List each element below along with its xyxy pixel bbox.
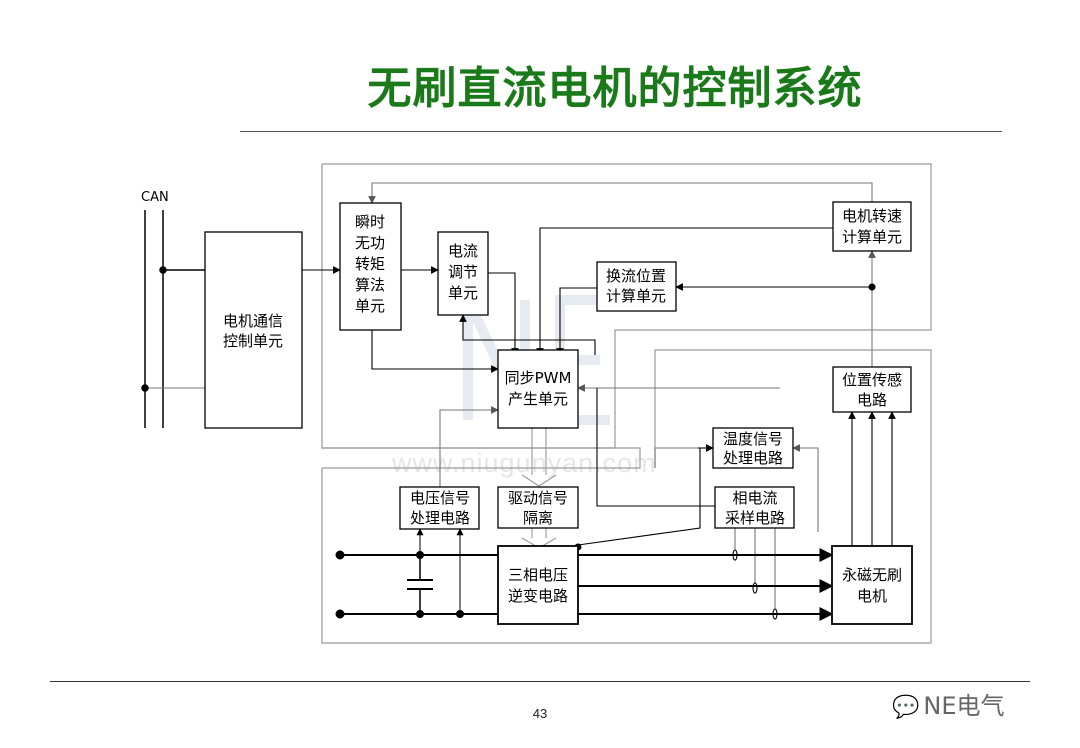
voltage-signal-label-2: 处理电路	[410, 509, 470, 527]
title-divider	[240, 131, 1002, 132]
reactive-label-5: 单元	[355, 297, 385, 315]
motor-label-2: 电机	[857, 587, 887, 605]
inverter-label-2: 逆变电路	[508, 587, 568, 605]
reactive-torque-block	[339, 202, 402, 331]
comm-label-1: 电机通信	[223, 312, 283, 330]
position-label-1: 位置传感	[842, 371, 902, 389]
speed-label-2: 计算单元	[842, 228, 902, 246]
reactive-label-1: 瞬时	[355, 213, 385, 231]
temperature-block	[712, 427, 794, 469]
drive-isolation-block	[497, 486, 579, 529]
page-number: 43	[532, 706, 548, 721]
speed-calc-block	[832, 201, 912, 252]
wechat-icon: 💬	[892, 695, 920, 720]
pwm-label-2: 产生单元	[508, 390, 568, 408]
drive-isolation-label-2: 隔离	[523, 509, 553, 527]
phase-current-label-1: 相电流	[732, 489, 777, 507]
commutation-label-1: 换流位置	[606, 267, 666, 285]
temperature-label-2: 处理电路	[723, 449, 783, 467]
comm-control-block	[204, 231, 303, 429]
commutation-calc-block	[596, 261, 677, 312]
pwm-label-1: 同步PWM	[505, 369, 572, 387]
reactive-label-3: 转矩	[355, 255, 385, 273]
brand-watermark: 💬NE电气	[892, 686, 1005, 721]
comm-label-2: 控制单元	[223, 332, 283, 350]
can-label: CAN	[141, 190, 169, 205]
footer-divider	[50, 681, 1030, 682]
phase-current-block	[714, 486, 795, 529]
voltage-signal-block	[399, 486, 480, 530]
can-bus	[141, 210, 205, 428]
signal-lines	[302, 182, 896, 620]
reactive-label-4: 算法	[355, 276, 385, 294]
inverter-block	[497, 545, 579, 625]
watermark-site: www.niugunyan.com	[392, 448, 657, 478]
motor-label-1: 永磁无刷	[842, 566, 902, 584]
phase-current-label-2: 采样电路	[725, 509, 785, 527]
current-regulator-block	[437, 231, 489, 316]
position-sensor-block	[832, 366, 912, 413]
voltage-signal-label-1: 电压信号	[410, 489, 470, 507]
motor-block	[831, 545, 913, 625]
dc-link-capacitor	[407, 555, 433, 614]
drive-isolation-label-1: 驱动信号	[508, 489, 568, 507]
current-reg-label-1: 电流	[448, 242, 478, 260]
speed-label-1: 电机转速	[842, 207, 902, 225]
page-title: 无刷直流电机的控制系统	[367, 63, 863, 114]
position-label-2: 电路	[857, 391, 887, 409]
pwm-generator-block	[497, 349, 579, 429]
brand-name: NE电气	[923, 692, 1005, 720]
temperature-label-1: 温度信号	[723, 430, 783, 448]
current-reg-label-2: 调节	[448, 263, 478, 281]
controller-frame	[321, 163, 932, 644]
reactive-label-2: 无功	[355, 234, 385, 252]
current-reg-label-3: 单元	[448, 284, 478, 302]
commutation-label-2: 计算单元	[606, 287, 666, 305]
voltage-sense-lines	[416, 528, 464, 614]
inverter-label-1: 三相电压	[508, 566, 568, 584]
